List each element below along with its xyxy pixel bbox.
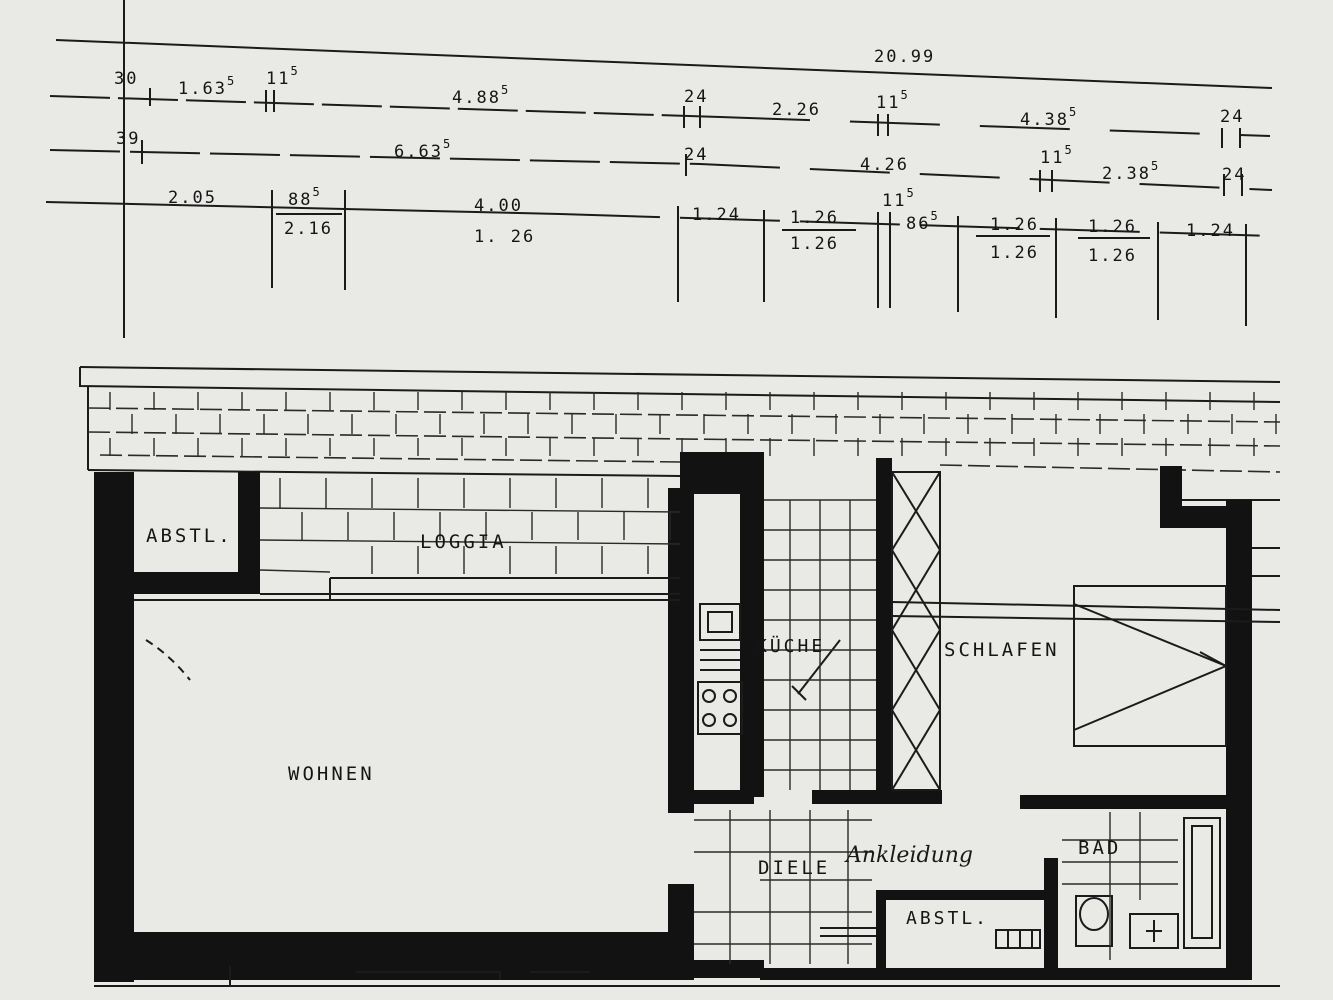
dim-label: 1.24 bbox=[1186, 221, 1235, 241]
dim-label: 39 bbox=[116, 129, 140, 149]
hall-fixtures bbox=[694, 810, 1041, 964]
room-label-diele: DIELE bbox=[758, 857, 830, 879]
handwritten-annotation: Ankleidung bbox=[844, 843, 973, 868]
kitchen-floor-grid bbox=[764, 499, 876, 790]
dim-label: 24 bbox=[684, 145, 708, 165]
dim-label: 2.16 bbox=[284, 219, 333, 239]
kitchen-fixtures bbox=[697, 603, 841, 735]
bed bbox=[1073, 585, 1229, 747]
bathroom-fixtures bbox=[1062, 812, 1221, 960]
dim-label: 2.05 bbox=[168, 188, 217, 208]
dim-label: 1.26 bbox=[990, 243, 1039, 263]
balcony-lines bbox=[891, 547, 1281, 623]
dim-label: 1.26 bbox=[1088, 246, 1137, 266]
dim-label: 1.635 bbox=[178, 74, 236, 99]
dim-label: 115 bbox=[882, 186, 916, 211]
room-label-abstellraum-2: ABSTL. bbox=[906, 908, 989, 929]
dim-label: 115 bbox=[1040, 143, 1074, 168]
loggia-tile-ticks bbox=[279, 478, 671, 574]
dim-label: 2.385 bbox=[1102, 159, 1160, 184]
dim-label: 4.885 bbox=[452, 83, 510, 108]
dim-label: 1.26 bbox=[790, 234, 839, 254]
wardrobe bbox=[891, 471, 941, 791]
dim-label: 1.26 bbox=[1088, 217, 1137, 237]
room-label-wohnen: WOHNEN bbox=[288, 763, 375, 785]
dim-label: 1.24 bbox=[692, 205, 741, 225]
dim-label: 24 bbox=[1220, 107, 1244, 127]
dim-label: 2.26 bbox=[772, 100, 821, 120]
dim-total-width: 20.99 bbox=[874, 47, 935, 67]
door-swing bbox=[145, 639, 590, 986]
dimension-chain bbox=[45, 0, 1273, 338]
dim-label: 4.385 bbox=[1020, 105, 1078, 130]
dim-label: 115 bbox=[266, 64, 300, 89]
dim-label: 4.26 bbox=[860, 155, 909, 175]
dim-label: 885 bbox=[288, 185, 322, 210]
room-label-abstellraum: ABSTL. bbox=[146, 525, 233, 547]
room-label-loggia: LOGGIA bbox=[420, 531, 507, 553]
dim-label: 24 bbox=[1222, 165, 1246, 185]
dim-label: 24 bbox=[684, 87, 708, 107]
dim-label: 6.635 bbox=[394, 137, 452, 162]
room-label-kueche: KÜCHE bbox=[756, 635, 825, 657]
dimension-labels: 20.99 30 1.635 115 4.885 24 2.26 115 4.3… bbox=[114, 47, 1246, 266]
dim-label: 30 bbox=[114, 69, 138, 89]
roof-tile-band bbox=[79, 366, 1281, 501]
dim-label: 865 bbox=[906, 209, 940, 234]
loggia-tiles bbox=[134, 507, 681, 601]
roof-tile-ticks bbox=[109, 392, 1277, 456]
dim-label: 1. 26 bbox=[474, 227, 535, 247]
room-label-bad: BAD bbox=[1078, 837, 1121, 859]
dim-label: 4.00 bbox=[474, 196, 523, 216]
dim-label: 1.26 bbox=[990, 215, 1039, 235]
dim-label: 1.26 bbox=[790, 208, 839, 228]
dim-label: 115 bbox=[876, 88, 910, 113]
room-label-schlafen: SCHLAFEN bbox=[944, 639, 1060, 661]
